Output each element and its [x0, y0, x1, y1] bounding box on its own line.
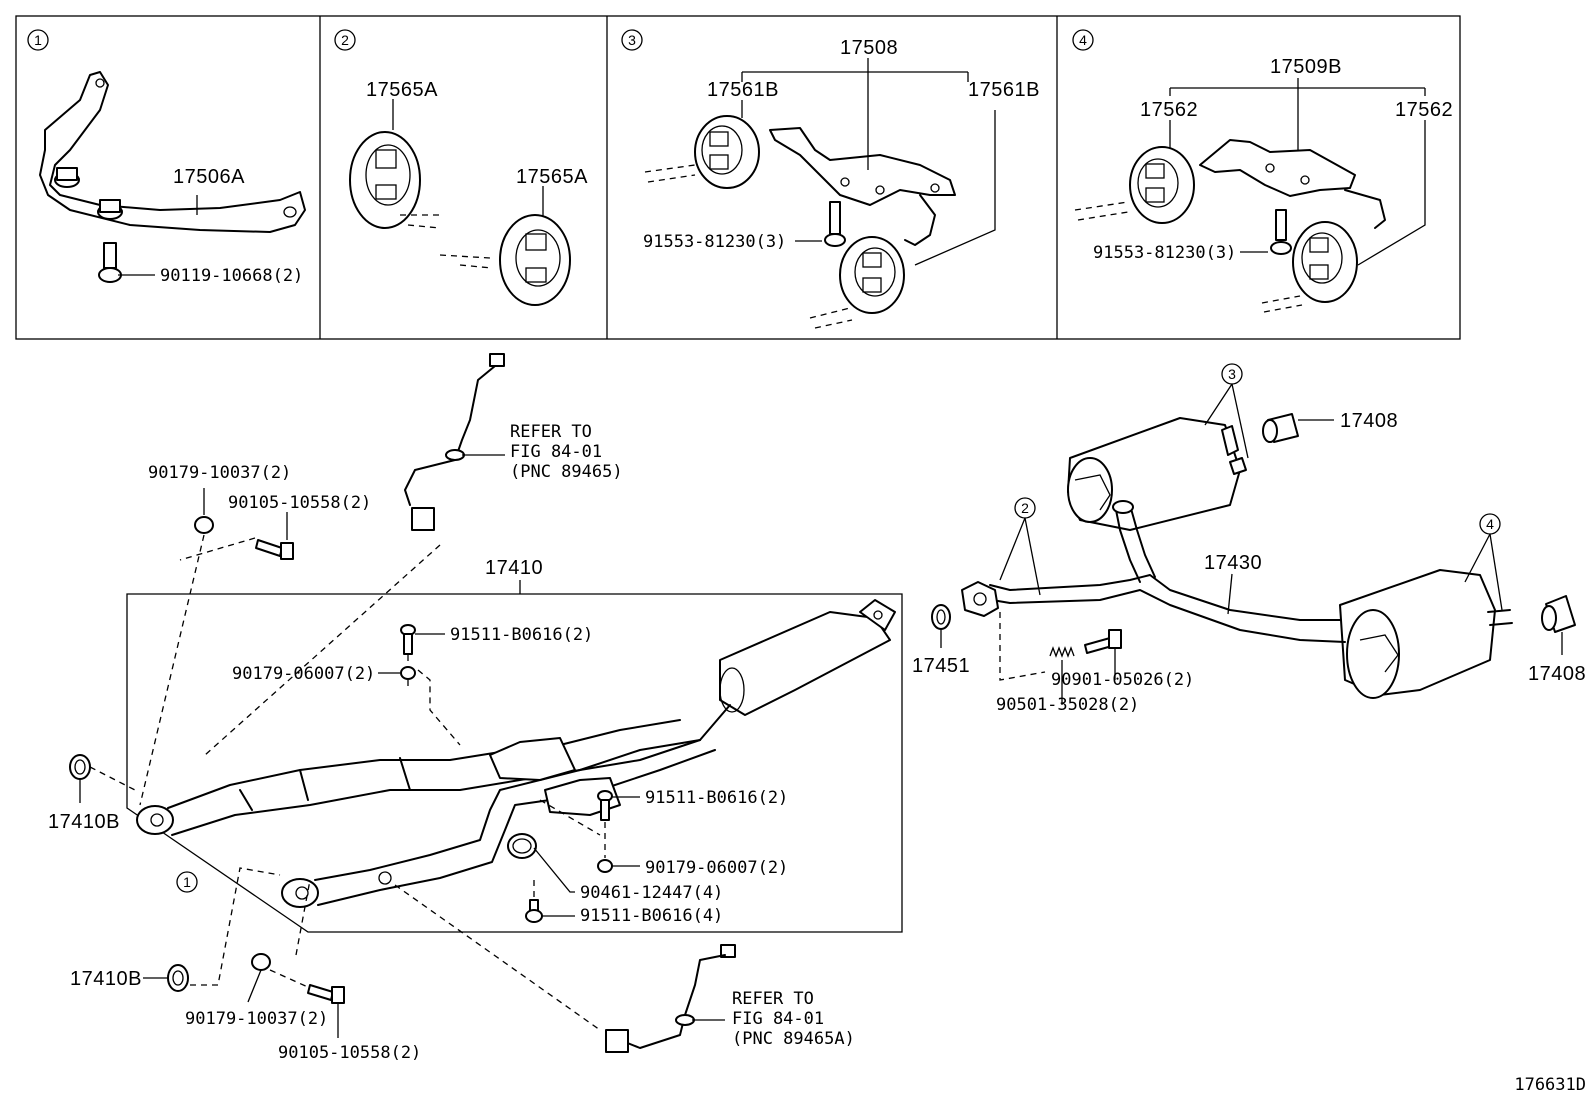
label-17410: 17410 [485, 557, 543, 579]
hanger-17565a-lower-drawing [439, 214, 571, 306]
bolt-90119-drawing [98, 242, 122, 283]
label-17562-left: 17562 [1140, 99, 1198, 121]
label-17565a-lower: 17565A [516, 166, 588, 188]
label-17430: 17430 [1204, 552, 1262, 574]
label-90119-10668: 90119-10668(2) [160, 266, 303, 286]
label-17565a-upper: 17565A [366, 79, 438, 101]
o2-sensor-upper-drawing [404, 353, 505, 531]
hanger-17565a-upper-drawing [349, 131, 441, 229]
inset-3-number-circle [621, 29, 643, 51]
inset-4-number: 4 [1079, 32, 1087, 48]
figure-id: 176631D [1514, 1075, 1586, 1095]
bracket-17509b-drawing [1199, 139, 1386, 229]
label-17509b: 17509B [1270, 56, 1342, 78]
label-90179-10037-lower: 90179-10037(2) [185, 1009, 328, 1029]
inset-3: 3 [621, 29, 1040, 329]
callout-1-circle [176, 871, 198, 893]
label-17410b-upper: 17410B [48, 811, 120, 833]
label-17562-right: 17562 [1395, 99, 1453, 121]
inset-1: 1 17506A 90119-10668(2) [27, 29, 306, 286]
nut-90179-06007-mid1-drawing [400, 666, 416, 680]
label-90179-06007-mid1: 90179-06007(2) [232, 664, 375, 684]
label-17508: 17508 [840, 37, 898, 59]
label-17451: 17451 [912, 655, 970, 677]
label-17410b-lower: 17410B [70, 968, 142, 990]
label-17506a: 17506A [173, 166, 245, 188]
label-17561b-left: 17561B [707, 79, 779, 101]
nut-90179-10037-lower-drawing [251, 953, 271, 971]
inset-3-number: 3 [628, 32, 636, 48]
gasket-17410b-lower-drawing [167, 964, 189, 992]
front-muffler-drawing [699, 599, 896, 741]
inset-2: 2 17565A 17565A [334, 29, 588, 306]
callout-4-number: 4 [1486, 516, 1494, 532]
gasket-17451-drawing [931, 604, 951, 630]
callout-3-number: 3 [1228, 366, 1236, 382]
o2-sensor-lower-drawing [605, 944, 736, 1053]
bolt-91511-mid3-drawing [525, 899, 543, 923]
callout-2-number: 2 [1021, 500, 1029, 516]
label-91553-81230-inset3: 91553-81230(3) [643, 232, 786, 252]
bolt-90105-10558-upper-drawing [255, 539, 294, 560]
tail-tip-17408-upper-drawing [1262, 413, 1299, 443]
nut-90179-10037-upper-drawing [194, 516, 214, 534]
refer-upper-line-2: FIG 84-01 [510, 442, 602, 462]
callout-1-number: 1 [183, 874, 191, 890]
refer-lower-line-2: FIG 84-01 [732, 1009, 824, 1029]
inset-1-number-circle [27, 29, 49, 51]
label-17408-upper: 17408 [1340, 410, 1398, 432]
label-90501-35028: 90501-35028(2) [996, 695, 1139, 715]
label-91553-81230-inset4: 91553-81230(3) [1093, 243, 1236, 263]
inset-4: 4 17509B [1072, 29, 1453, 313]
bracket-17506a-drawing [39, 71, 306, 233]
refer-upper-line-1: REFER TO [510, 422, 592, 442]
label-90179-06007-mid2: 90179-06007(2) [645, 858, 788, 878]
label-91511-b0616-mid3: 91511-B0616(4) [580, 906, 723, 926]
center-pipe-17430-drawing [961, 417, 1513, 699]
spring-90501-drawing [1049, 646, 1075, 658]
refer-lower-line-1: REFER TO [732, 989, 814, 1009]
tail-tip-17408-lower-drawing [1541, 595, 1576, 633]
inset-4-number-circle [1072, 29, 1094, 51]
hanger-17562-left-drawing [1074, 146, 1195, 224]
hanger-17561b-left-drawing [644, 115, 760, 189]
bolt-91553-inset3-drawing [824, 201, 846, 247]
label-90105-10558-upper: 90105-10558(2) [228, 493, 371, 513]
label-91511-b0616-mid1: 91511-B0616(2) [450, 625, 593, 645]
label-90901-05026: 90901-05026(2) [1051, 670, 1194, 690]
label-91511-b0616-mid2: 91511-B0616(2) [645, 788, 788, 808]
front-pipe-frame [126, 593, 903, 933]
label-90105-10558-lower: 90105-10558(2) [278, 1043, 421, 1063]
inset-1-number: 1 [34, 32, 42, 48]
inset-frame [15, 15, 1461, 340]
refer-lower-line-3: (PNC 89465A) [732, 1029, 855, 1049]
inset-2-number-circle [334, 29, 356, 51]
bolt-91553-inset4-drawing [1270, 209, 1292, 255]
bracket-17508-drawing [769, 127, 956, 246]
label-17561b-right: 17561B [968, 79, 1040, 101]
label-90461-12447: 90461-12447(4) [580, 883, 723, 903]
hanger-17562-right-drawing [1261, 221, 1358, 313]
bolt-90105-10558-lower-drawing [307, 984, 345, 1004]
front-pipe-upper-drawing [136, 719, 701, 836]
inset-2-number: 2 [341, 32, 349, 48]
gasket-17410b-upper-drawing [69, 754, 91, 780]
label-90179-10037-upper: 90179-10037(2) [148, 463, 291, 483]
refer-upper-line-3: (PNC 89465) [510, 462, 623, 482]
clamp-90461-drawing [507, 833, 537, 859]
hanger-17561b-right-drawing [809, 236, 905, 329]
nut-90179-06007-mid2-drawing [597, 859, 613, 873]
label-17408-lower: 17408 [1528, 663, 1586, 685]
bolt-91511-mid1-drawing [400, 624, 416, 655]
bolt-91511-mid2-drawing [597, 790, 613, 821]
